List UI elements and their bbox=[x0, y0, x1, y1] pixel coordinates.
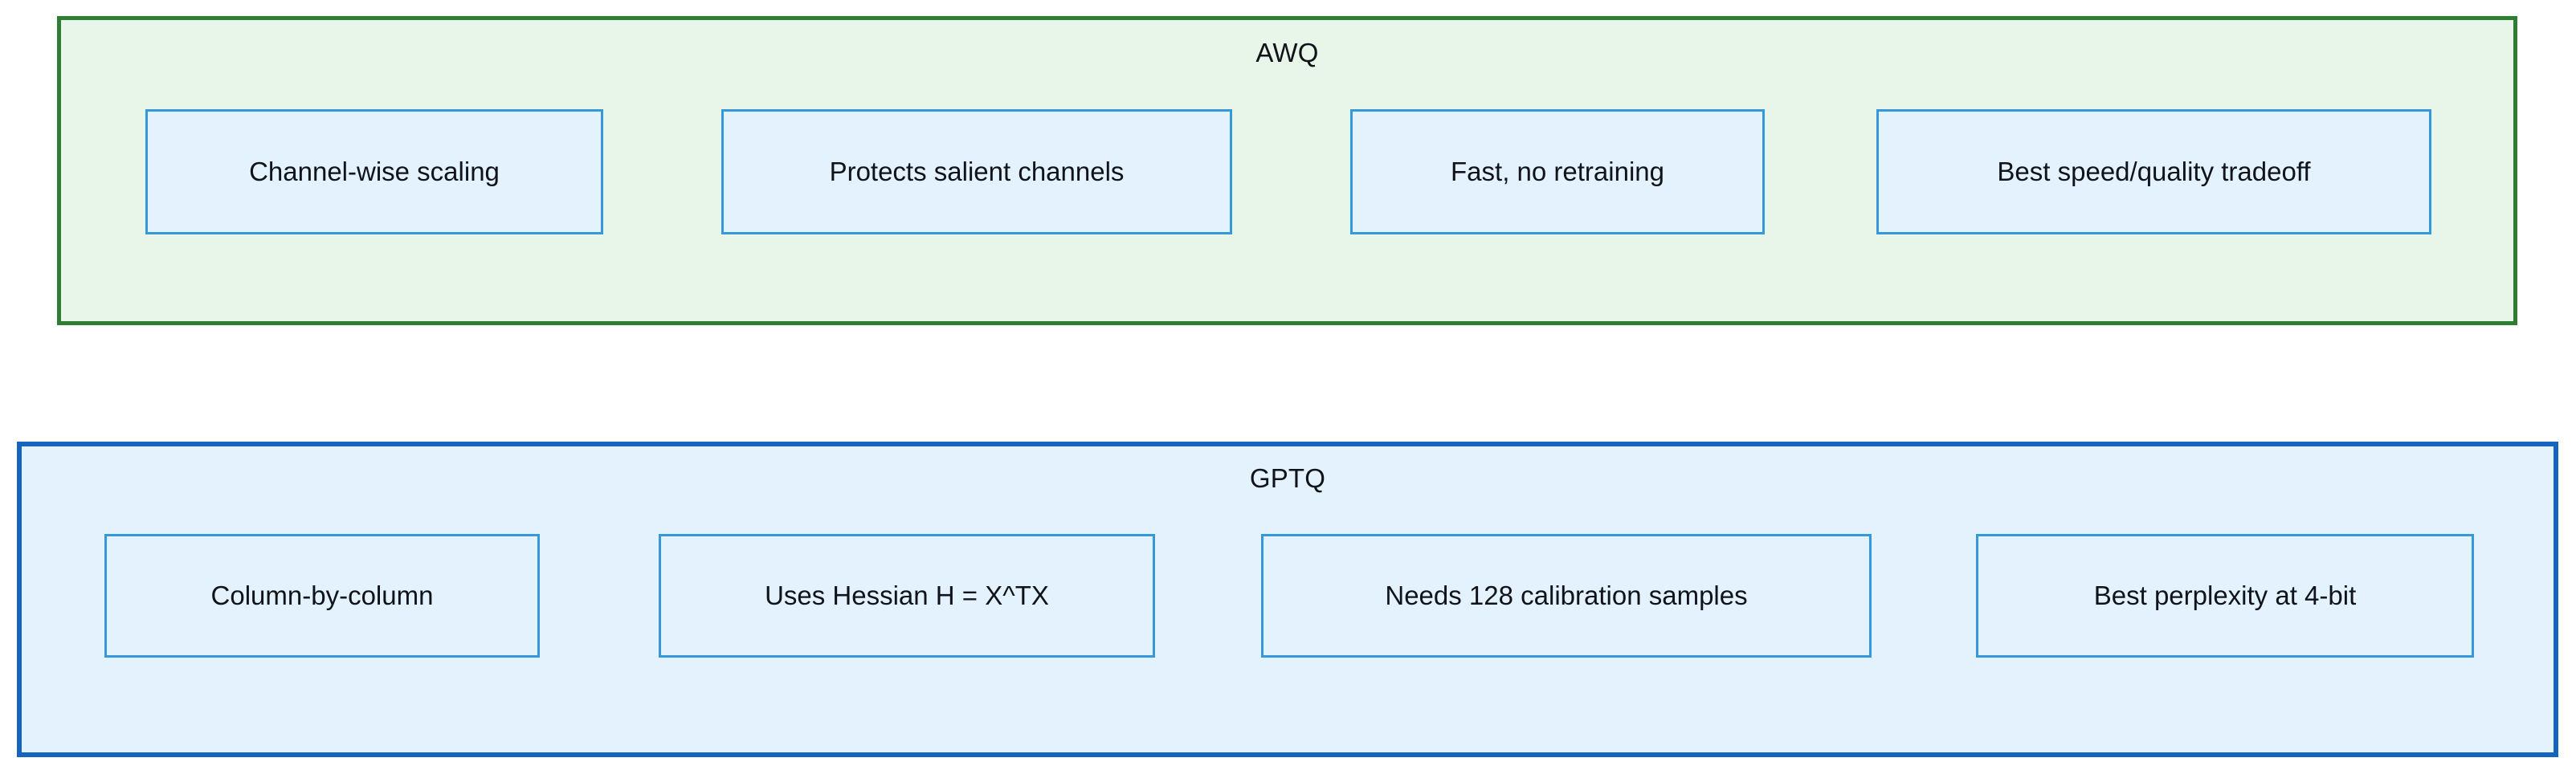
group-gptq: GPTQ Column-by-column Uses Hessian H = X… bbox=[17, 442, 2558, 757]
group-gptq-title: GPTQ bbox=[1249, 463, 1326, 493]
group-awq-title: AWQ bbox=[1255, 38, 1319, 67]
awq-item-channel-wise-scaling: Channel-wise scaling bbox=[145, 109, 603, 234]
gptq-item-column-by-column: Column-by-column bbox=[104, 534, 540, 658]
awq-item-best-speed-quality-tradeoff: Best speed/quality tradeoff bbox=[1876, 109, 2431, 234]
gptq-item-best-perplexity-4bit: Best perplexity at 4-bit bbox=[1976, 534, 2474, 658]
awq-item-protects-salient-channels: Protects salient channels bbox=[721, 109, 1232, 234]
gptq-item-uses-hessian: Uses Hessian H = X^TX bbox=[659, 534, 1155, 658]
group-awq: AWQ Channel-wise scaling Protects salien… bbox=[57, 16, 2517, 325]
awq-item-fast-no-retraining: Fast, no retraining bbox=[1350, 109, 1765, 234]
gptq-item-needs-calibration-samples: Needs 128 calibration samples bbox=[1261, 534, 1872, 658]
